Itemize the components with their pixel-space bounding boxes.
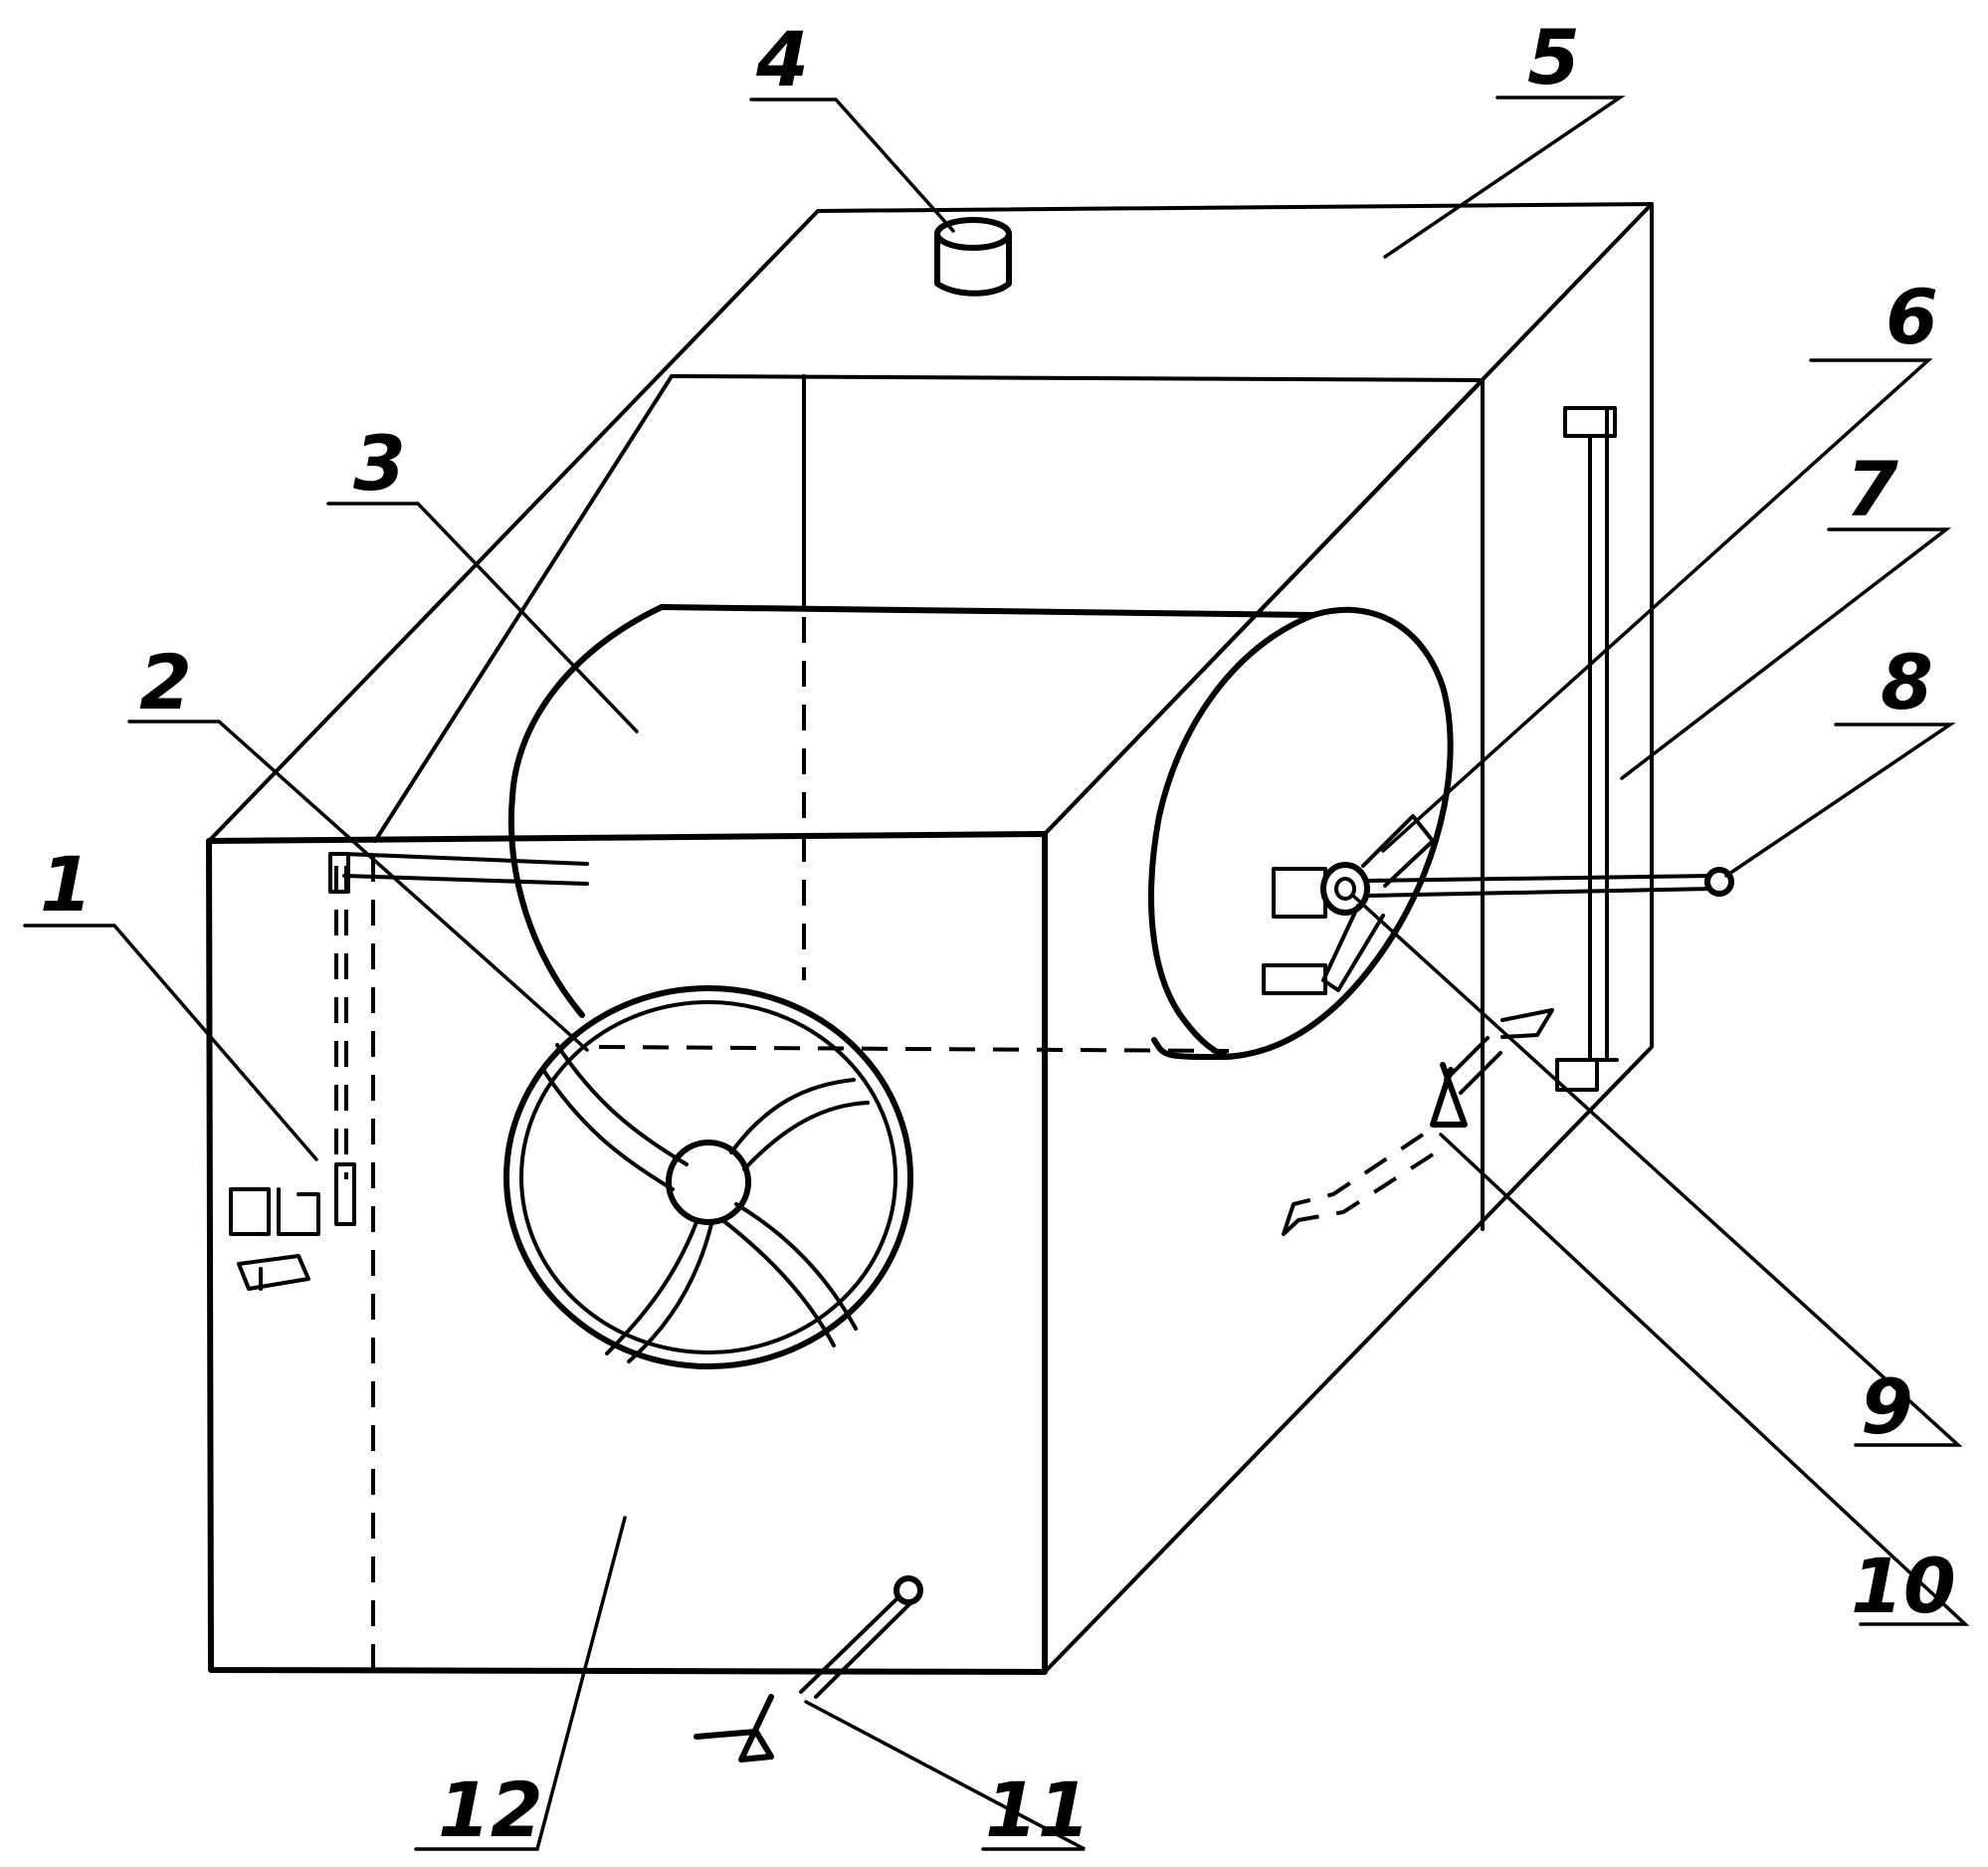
part-numbers: 1 2 3 4 5 6 7 8 9 10 11 12 xyxy=(40,13,1956,1854)
leader-lines xyxy=(23,96,1970,1851)
top-cap xyxy=(934,217,1012,297)
label-4: 4 xyxy=(755,15,809,104)
box-frame xyxy=(206,202,1654,1675)
bottom-drain xyxy=(694,1575,923,1763)
label-7: 7 xyxy=(1846,445,1898,533)
label-2: 2 xyxy=(139,638,192,726)
label-10: 10 xyxy=(1851,1542,1956,1630)
drum xyxy=(507,604,1454,1060)
level-tube xyxy=(1555,406,1619,1092)
label-11: 11 xyxy=(985,1765,1091,1854)
label-9: 9 xyxy=(1861,1362,1913,1451)
label-1: 1 xyxy=(40,840,93,929)
label-8: 8 xyxy=(1881,638,1933,726)
shaft-assembly xyxy=(1262,814,1734,995)
label-5: 5 xyxy=(1527,13,1580,102)
hand-wheel xyxy=(503,985,913,1369)
label-12: 12 xyxy=(438,1765,543,1854)
control-switch xyxy=(229,852,589,1291)
hidden-lines xyxy=(371,617,1230,1672)
label-6: 6 xyxy=(1886,273,1938,361)
label-3: 3 xyxy=(353,419,406,508)
drain-valve xyxy=(1282,1008,1554,1236)
